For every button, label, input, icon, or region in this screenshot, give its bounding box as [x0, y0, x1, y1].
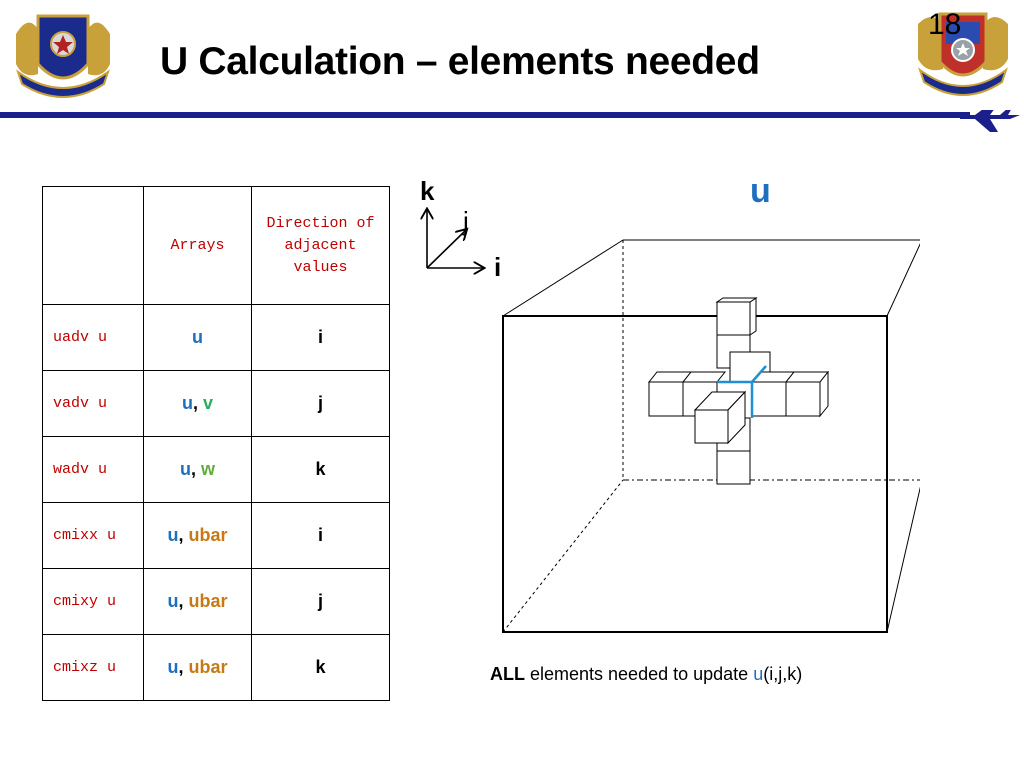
row-name: cmixz u — [42, 634, 144, 701]
array-separator: , — [178, 657, 184, 677]
arrays-cell: u, ubar — [143, 634, 252, 701]
jet-icon — [960, 110, 1020, 132]
page-number: 18 — [928, 8, 962, 41]
row-name: vadv u — [42, 370, 144, 437]
software-maintenance-group-emblem-icon — [918, 12, 1008, 96]
stencil-cube-diagram — [400, 170, 920, 633]
cube-label-u: u — [750, 172, 771, 210]
row-name: cmixy u — [42, 568, 144, 635]
axis-label-i: i — [494, 252, 502, 282]
header-cell-direction: Direction of adjacent values — [251, 186, 390, 305]
table-row: cmixy u u, ubar j — [42, 568, 390, 635]
array-u: u — [181, 393, 193, 413]
caption-text: elements needed to update — [525, 664, 754, 684]
header-cell-empty — [42, 186, 144, 305]
table-row: cmixx u u, ubar i — [42, 502, 390, 569]
row-name: wadv u — [42, 436, 144, 503]
array-separator: , — [178, 525, 184, 545]
array-u: u — [167, 657, 179, 677]
array-ubar: ubar — [188, 591, 228, 611]
array-v: v — [203, 393, 214, 413]
direction-cell: k — [251, 436, 390, 503]
array-u: u — [192, 327, 203, 347]
axis-label-j: j — [463, 206, 469, 236]
outer-cube — [502, 239, 920, 633]
caption-var-u: u — [753, 664, 764, 684]
table-row: uadv u u i — [42, 304, 390, 371]
u-highlight-edge — [717, 365, 767, 418]
header-rule — [0, 110, 1020, 132]
array-u: u — [179, 459, 191, 479]
header-cell-arrays: Arrays — [143, 186, 252, 305]
direction-cell: i — [251, 304, 390, 371]
array-u: u — [167, 591, 179, 611]
oklahoma-city-alc-emblem-icon — [16, 14, 110, 98]
array-ubar: ubar — [188, 525, 228, 545]
array-separator: , — [178, 591, 184, 611]
arrays-cell: u, w — [143, 436, 252, 503]
caption-bold: ALL — [490, 664, 525, 684]
arrays-cell: u, ubar — [143, 568, 252, 635]
array-w: w — [201, 459, 216, 479]
axes-icon — [427, 210, 483, 268]
direction-cell: j — [251, 568, 390, 635]
array-separator: , — [192, 393, 198, 413]
direction-cell: j — [251, 370, 390, 437]
row-name: uadv u — [42, 304, 144, 371]
direction-cell: i — [251, 502, 390, 569]
table-header-row: Arrays Direction of adjacent values — [42, 186, 390, 305]
table-row: cmixz u u, ubar k — [42, 634, 390, 701]
array-u: u — [167, 525, 179, 545]
row-name: cmixx u — [42, 502, 144, 569]
arrays-cell: u, ubar — [143, 502, 252, 569]
caption-suffix: (i,j,k) — [763, 664, 803, 684]
slide-title: U Calculation – elements needed — [160, 40, 760, 83]
stencil-cubes — [647, 297, 830, 485]
diagram-caption: ALL elements needed to update u(i,j,k) — [490, 664, 802, 685]
axis-label-k: k — [420, 176, 435, 206]
table-row: vadv u u, v j — [42, 370, 390, 437]
arrays-cell: u, v — [143, 370, 252, 437]
direction-cell: k — [251, 634, 390, 701]
table-row: wadv u u, w k — [42, 436, 390, 503]
elements-table: Arrays Direction of adjacent values uadv… — [42, 186, 390, 701]
array-separator: , — [190, 459, 196, 479]
array-ubar: ubar — [188, 657, 228, 677]
arrays-cell: u — [143, 304, 252, 371]
